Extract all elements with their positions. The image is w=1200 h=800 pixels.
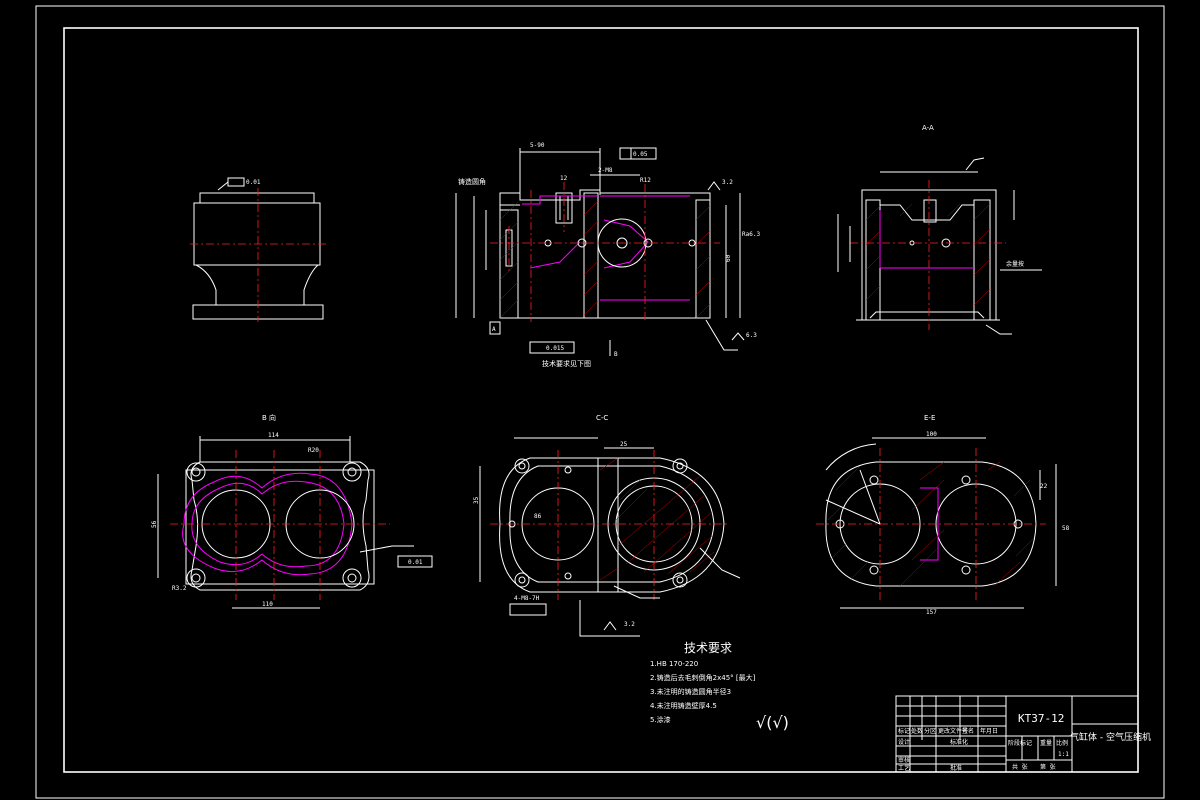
- tb-label-date: 年月日: [980, 727, 998, 735]
- tb-label-design: 设计: [898, 738, 910, 746]
- drawing-number: KT37-12: [1018, 712, 1064, 725]
- tb-label-mark: 标记: [898, 727, 910, 735]
- section-a-view: A-A 余量按: [837, 124, 1042, 335]
- dim-35: 35: [473, 496, 480, 504]
- tb-label-std: 标准化: [950, 738, 968, 746]
- view-title-e: E-E: [924, 414, 935, 422]
- dim-25: 25: [620, 441, 628, 448]
- tb-label-change: 更改文件号: [938, 727, 968, 735]
- part-name: 气缸体 - 空气压缩机: [1070, 731, 1151, 743]
- dim-r3-2: R3.2: [172, 585, 187, 592]
- roughness-ra: Ra6.3: [742, 231, 760, 238]
- dim-56: 56: [151, 520, 158, 528]
- note-see-below: 技术要求见下图: [542, 359, 591, 368]
- tb-label-total: 共 张: [1012, 763, 1028, 771]
- dim-60: 60: [725, 254, 732, 262]
- dim-4m8: 4-M8-7H: [514, 595, 540, 602]
- view-b-flange: B 向 114 R20 110 56 R3.2 0.01: [151, 413, 433, 609]
- dim-22: 22: [1040, 483, 1048, 490]
- note-fillet: 铸造圆角: [458, 177, 486, 186]
- view-title-a: A-A: [922, 124, 934, 132]
- roughness-3-2: 3.2: [722, 179, 733, 186]
- dim-58: 58: [1062, 525, 1070, 532]
- scale-value: 1:1: [1058, 751, 1069, 758]
- tol-frame-2: 0.015: [546, 345, 564, 352]
- dim-2m8: 2-M8: [598, 167, 613, 174]
- technical-requirements: 技术要求 1.HB 170-220 2.铸造后去毛刺倒角2x45° [最大] 3…: [650, 641, 789, 732]
- tb-label-count: 处数: [911, 727, 923, 735]
- tech-req-4: 4.未注明铸造壁厚4.5: [650, 701, 717, 710]
- tb-label-scale: 比例: [1056, 739, 1068, 747]
- title-block: KT37-12 气缸体 - 空气压缩机 1:1 标记 处数 分区 更改文件号 签…: [895, 695, 1151, 773]
- dim-86: 86: [534, 513, 542, 520]
- inner-frame: [63, 27, 1139, 773]
- dim-114: 114: [268, 432, 279, 439]
- tb-label-sign: 签名: [962, 727, 974, 735]
- roughness-general: √(√): [756, 713, 789, 732]
- tb-label-approve: 批准: [950, 764, 962, 772]
- tol-frame-1: 0.05: [633, 151, 648, 158]
- dim-r12: R12: [640, 177, 651, 184]
- dim-157: 157: [926, 609, 937, 616]
- tb-label-process: 工艺: [898, 764, 910, 772]
- main-section-view: 5-90 0.05 12 R12 3.2 60 A 0.015 技术要求见下图 …: [455, 142, 757, 368]
- tech-req-title: 技术要求: [684, 641, 732, 655]
- section-e-view: E-E 157: [816, 414, 1070, 616]
- tech-req-3: 3.未注明的铸造圆角半径3: [650, 687, 731, 696]
- tol-frame-3: 0.01: [408, 559, 423, 566]
- tech-req-1: 1.HB 170-220: [650, 660, 698, 668]
- side-elevation-view: 0.01: [190, 177, 326, 322]
- tb-label-stage: 阶段标记: [1008, 739, 1032, 747]
- section-c-view: C-C 35 86: [473, 414, 741, 637]
- view-title-b: B 向: [262, 413, 276, 422]
- datum-a: A: [492, 326, 496, 333]
- tb-label-zone: 分区: [924, 727, 936, 735]
- dim-110: 110: [262, 601, 273, 608]
- dim-r20: R20: [308, 447, 319, 454]
- dim-top: 5-90: [530, 142, 545, 149]
- tb-label-sheet: 第 张: [1040, 763, 1056, 771]
- note-allowance: 余量按: [1006, 260, 1024, 268]
- tb-label-weight: 重量: [1040, 739, 1052, 747]
- roughness-6-3: 6.3: [746, 332, 757, 339]
- flatness-label: 0.01: [246, 179, 261, 186]
- dim-12: 12: [560, 175, 568, 182]
- roughness-c: 3.2: [624, 621, 635, 628]
- tb-label-review: 审核: [898, 756, 910, 764]
- view-title-c: C-C: [596, 414, 608, 422]
- dim-100: 100: [926, 431, 937, 438]
- outer-border: [35, 5, 1165, 799]
- tech-req-2: 2.铸造后去毛刺倒角2x45° [最大]: [650, 673, 756, 682]
- view-arrow-b: B: [614, 351, 618, 358]
- tech-req-5: 5.涂漆: [650, 715, 671, 724]
